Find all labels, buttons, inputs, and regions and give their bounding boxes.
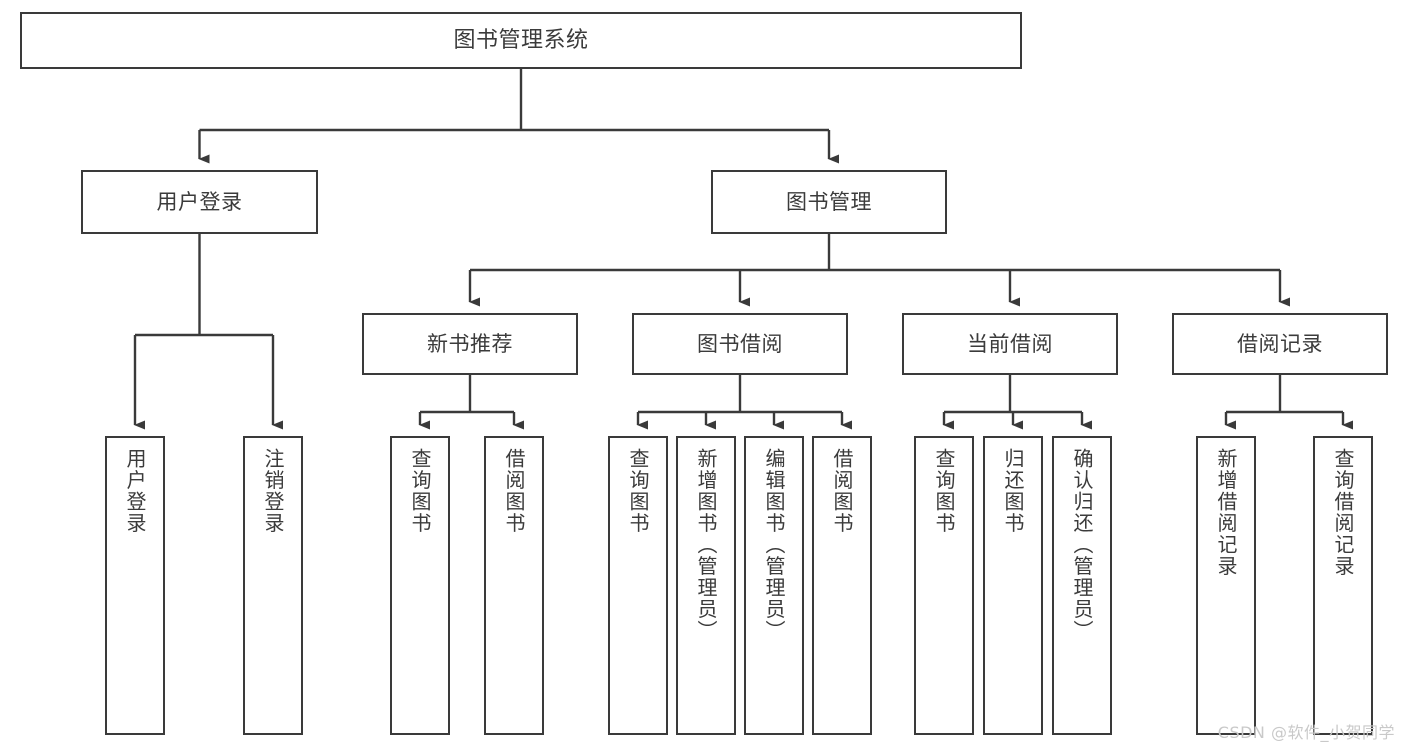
node-user-login[interactable]: 用户登录 (81, 170, 318, 234)
node-leaf-logout[interactable]: 注销登录 (243, 436, 303, 735)
node-book-manage-label: 图书管理 (786, 189, 872, 214)
node-borrow-record[interactable]: 借阅记录 (1172, 313, 1388, 375)
node-leaf-query-record[interactable]: 查询借阅记录 (1313, 436, 1373, 735)
node-leaf-add-record[interactable]: 新增借阅记录 (1196, 436, 1256, 735)
node-leaf-query-book-2[interactable]: 查询图书 (608, 436, 668, 735)
node-leaf-borrow-book-1-label: 借阅图书 (502, 448, 526, 534)
node-leaf-query-book-2-label: 查询图书 (626, 448, 650, 534)
node-book-borrow[interactable]: 图书借阅 (632, 313, 848, 375)
node-current-borrow[interactable]: 当前借阅 (902, 313, 1118, 375)
node-leaf-borrow-book-1[interactable]: 借阅图书 (484, 436, 544, 735)
node-leaf-add-book-label: 新增图书（管理员） (694, 448, 718, 642)
node-leaf-edit-book-label: 编辑图书（管理员） (762, 448, 786, 642)
node-leaf-add-record-label: 新增借阅记录 (1214, 448, 1238, 577)
node-root-label: 图书管理系统 (453, 27, 589, 53)
node-new-book-rec[interactable]: 新书推荐 (362, 313, 578, 375)
node-leaf-user-login-label: 用户登录 (123, 448, 147, 534)
node-book-manage[interactable]: 图书管理 (711, 170, 947, 234)
node-current-borrow-label: 当前借阅 (967, 331, 1053, 356)
node-leaf-query-record-label: 查询借阅记录 (1331, 448, 1355, 577)
watermark-text: CSDN @软件_小贺同学 (1217, 723, 1395, 742)
node-leaf-confirm-return-label: 确认归还（管理员） (1070, 448, 1094, 642)
node-borrow-record-label: 借阅记录 (1237, 331, 1323, 356)
node-leaf-return-book-label: 归还图书 (1001, 448, 1025, 534)
node-leaf-confirm-return[interactable]: 确认归还（管理员） (1052, 436, 1112, 735)
node-leaf-logout-label: 注销登录 (261, 448, 285, 534)
node-leaf-query-book-3-label: 查询图书 (932, 448, 956, 534)
edges-group (133, 69, 1353, 430)
node-leaf-borrow-book-2-label: 借阅图书 (830, 448, 854, 534)
node-leaf-return-book[interactable]: 归还图书 (983, 436, 1043, 735)
node-leaf-query-book-3[interactable]: 查询图书 (914, 436, 974, 735)
node-leaf-query-book-1-label: 查询图书 (408, 448, 432, 534)
node-leaf-borrow-book-2[interactable]: 借阅图书 (812, 436, 872, 735)
node-leaf-edit-book[interactable]: 编辑图书（管理员） (744, 436, 804, 735)
node-book-borrow-label: 图书借阅 (697, 331, 783, 356)
node-root[interactable]: 图书管理系统 (20, 12, 1022, 69)
node-leaf-add-book[interactable]: 新增图书（管理员） (676, 436, 736, 735)
node-user-login-label: 用户登录 (156, 189, 243, 214)
node-new-book-rec-label: 新书推荐 (427, 331, 513, 356)
node-leaf-query-book-1[interactable]: 查询图书 (390, 436, 450, 735)
node-leaf-user-login[interactable]: 用户登录 (105, 436, 165, 735)
